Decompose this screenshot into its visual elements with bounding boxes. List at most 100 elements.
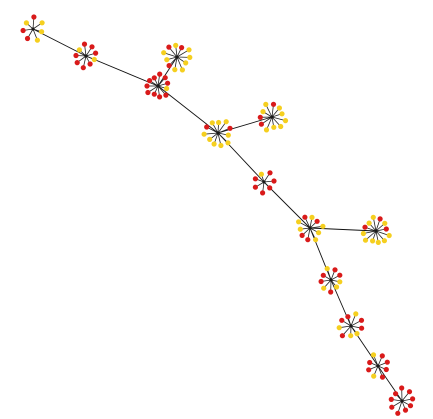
- leaf-node-yellow: [362, 237, 369, 243]
- leaf-node-yellow: [366, 220, 372, 226]
- leaf-node-yellow: [260, 109, 266, 115]
- hub-node: [376, 364, 380, 368]
- leaf-node-red: [166, 63, 172, 69]
- leaf-node-yellow: [91, 56, 97, 63]
- leaf-node-yellow: [354, 331, 360, 337]
- leaf-node-red: [179, 45, 185, 51]
- leaf-node-yellow: [321, 285, 327, 291]
- leaf-node-red: [74, 60, 80, 66]
- leaf-node-red: [407, 403, 414, 409]
- leaf-node-red: [383, 226, 389, 232]
- leaf-node-yellow: [271, 124, 277, 130]
- leaf-node-yellow: [309, 214, 315, 220]
- leaf-node-red: [314, 218, 320, 224]
- hub-node: [31, 27, 35, 31]
- hub-node: [329, 278, 333, 282]
- leaf-node-yellow: [313, 237, 319, 243]
- leaf-node-yellow: [76, 47, 82, 53]
- leaf-node-red: [389, 404, 395, 410]
- cluster-c05: [201, 119, 233, 149]
- leaf-node-red: [267, 185, 273, 191]
- leaf-node-red: [332, 267, 338, 273]
- leaf-node-red: [144, 83, 150, 89]
- leaf-node-yellow: [225, 140, 231, 146]
- leaf-node-red: [345, 314, 351, 320]
- leaf-node-red: [267, 170, 273, 176]
- leaf-node-yellow: [173, 42, 179, 49]
- leaf-node-yellow: [324, 266, 330, 272]
- leaf-node-red: [318, 278, 324, 285]
- leaf-node-yellow: [336, 325, 342, 331]
- hub-node: [262, 180, 266, 184]
- leaf-node-yellow: [263, 101, 269, 107]
- edge-c02-c04: [85, 55, 159, 87]
- leaf-node-red: [257, 114, 263, 120]
- leaf-node-red: [379, 353, 385, 359]
- edge-c07-c08: [263, 181, 311, 229]
- edge-c08-c10: [309, 227, 332, 281]
- cluster-c10: [318, 266, 343, 295]
- leaf-node-yellow: [282, 118, 289, 124]
- leaf-node-yellow: [386, 232, 392, 239]
- leaf-node-red: [377, 216, 383, 222]
- leaf-node-yellow: [209, 120, 215, 126]
- leaf-node-yellow: [296, 219, 302, 225]
- leaf-node-red: [299, 232, 305, 238]
- leaf-node-yellow: [348, 333, 354, 339]
- leaf-node-yellow: [161, 50, 167, 56]
- leaf-node-red: [337, 272, 343, 278]
- leaf-node-red: [163, 92, 169, 98]
- leaf-node-red: [367, 359, 373, 366]
- leaf-node-yellow: [164, 57, 170, 63]
- leaf-node-yellow: [187, 54, 193, 61]
- leaf-node-yellow: [172, 67, 178, 73]
- leaf-node-yellow: [207, 136, 213, 142]
- leaf-node-yellow: [371, 373, 377, 379]
- cluster-c13: [388, 385, 416, 416]
- leaf-node-yellow: [201, 131, 207, 137]
- leaf-node-red: [81, 41, 88, 47]
- leaf-node-red: [388, 396, 394, 402]
- leaf-node-yellow: [334, 284, 340, 290]
- cluster-c08: [296, 214, 326, 243]
- leaf-node-yellow: [320, 223, 326, 229]
- leaf-node-red: [410, 396, 416, 402]
- leaf-node-yellow: [370, 214, 376, 220]
- leaf-node-yellow: [225, 132, 231, 138]
- leaf-node-yellow: [258, 171, 264, 177]
- leaf-node-yellow: [279, 111, 285, 117]
- edge-c12-c13: [377, 365, 403, 402]
- leaf-node-red: [93, 50, 99, 56]
- leaf-node-red: [328, 289, 334, 295]
- edge-c08-c09: [309, 227, 377, 232]
- leaf-node-red: [157, 71, 163, 77]
- cluster-c09: [360, 214, 392, 245]
- hub-node: [175, 55, 179, 59]
- leaf-node-yellow: [186, 47, 192, 53]
- leaf-node-red: [151, 91, 157, 97]
- leaf-node-red: [252, 176, 258, 182]
- hub-node: [270, 115, 274, 119]
- leaf-node-red: [339, 317, 345, 323]
- leaf-node-red: [145, 89, 151, 96]
- leaf-node-yellow: [316, 230, 322, 236]
- leaf-node-yellow: [23, 20, 29, 26]
- cluster-c03: [161, 42, 193, 73]
- cluster-c12: [366, 352, 390, 380]
- leaf-node-yellow: [370, 238, 376, 244]
- cluster-c02: [73, 41, 99, 71]
- leaf-node-yellow: [183, 60, 189, 66]
- leaf-node-red: [20, 27, 26, 34]
- hub-node: [216, 131, 220, 135]
- leaf-node-yellow: [382, 220, 388, 226]
- leaf-node-yellow: [278, 123, 284, 130]
- leaf-node-yellow: [216, 119, 222, 126]
- leaf-node-red: [80, 65, 86, 71]
- leaf-node-yellow: [353, 311, 359, 317]
- cluster-c11: [336, 311, 365, 339]
- leaf-node-yellow: [211, 141, 217, 147]
- leaf-node-red: [393, 391, 399, 397]
- leaf-node-red: [151, 75, 157, 81]
- leaf-node-yellow: [179, 67, 185, 73]
